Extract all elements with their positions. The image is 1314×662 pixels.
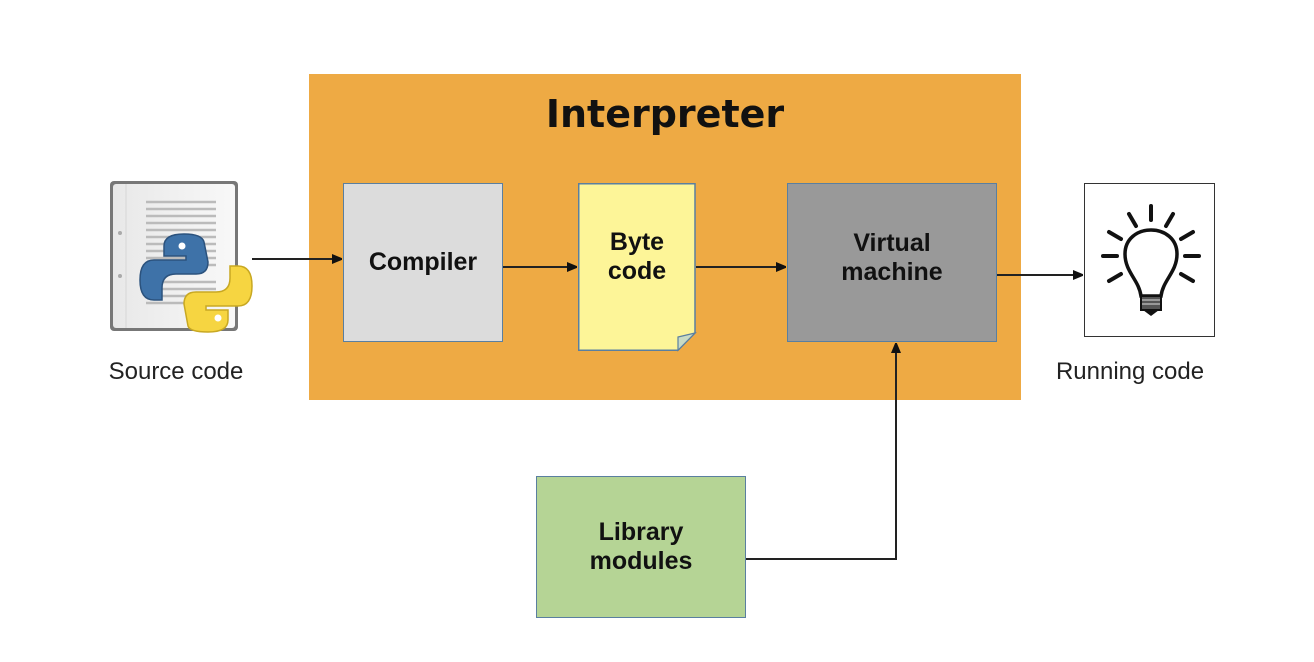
vm-label-line1: Virtual (853, 228, 931, 257)
bytecode-label-line1: Byte (609, 228, 665, 256)
library-modules-box: Library modules (536, 476, 746, 618)
library-label-line1: Library (598, 518, 684, 546)
virtual-machine-box: Virtual machine (787, 183, 997, 342)
python-document-icon (110, 181, 253, 333)
bytecode-box: Byte code (578, 183, 696, 351)
running-code-label: Running code (1055, 358, 1205, 385)
compiler-label: Compiler (368, 248, 478, 276)
source-code-label: Source code (108, 358, 244, 385)
lightbulb-icon (1101, 204, 1201, 316)
compiler-box: Compiler (343, 183, 503, 342)
bytecode-label-line2: code (607, 257, 667, 285)
vm-label-line2: machine (841, 257, 943, 286)
library-label-line2: modules (589, 547, 693, 575)
bytecode-page-shape (578, 183, 697, 352)
running-code-box (1084, 183, 1215, 337)
interpreter-title: Interpreter (545, 92, 785, 136)
